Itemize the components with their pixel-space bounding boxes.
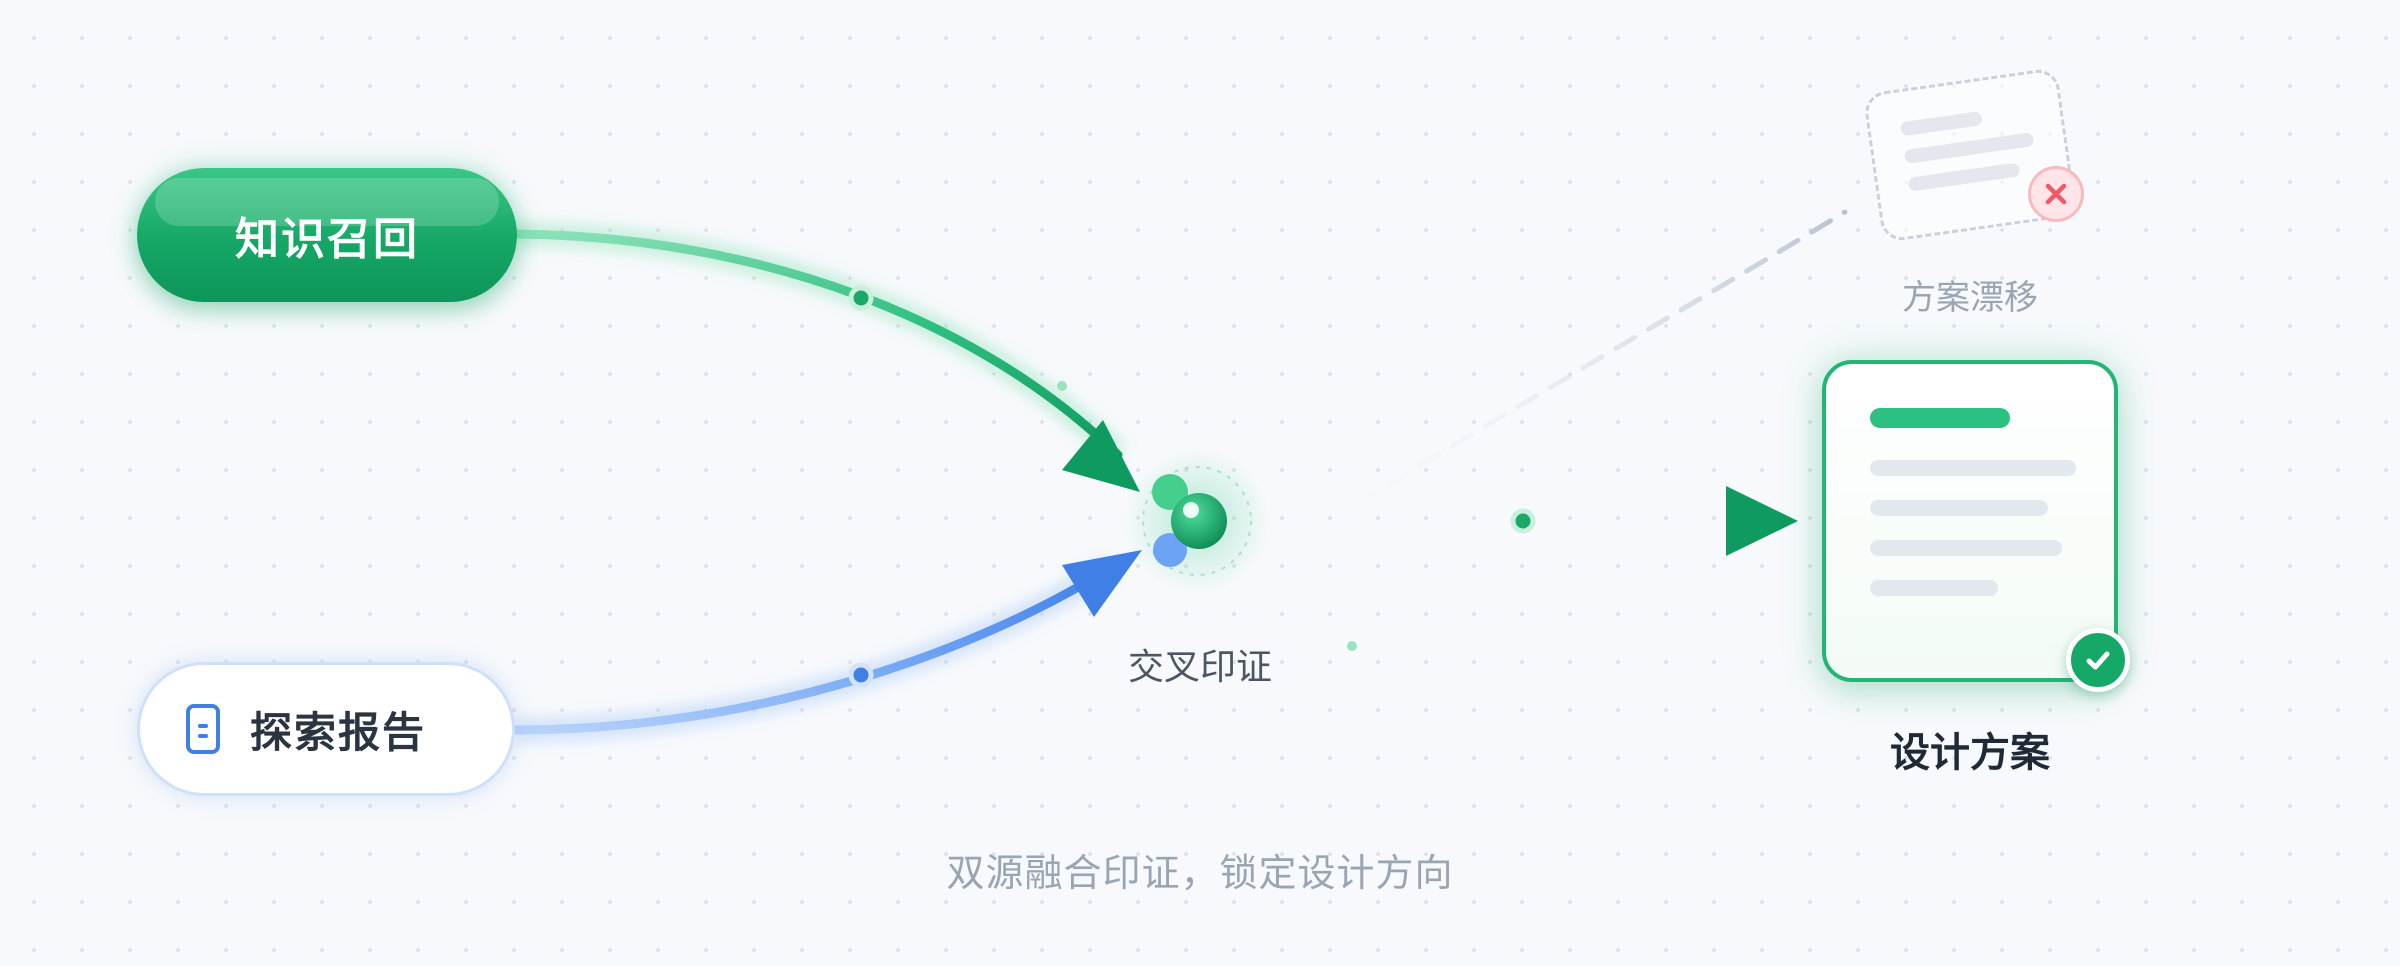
cross-validation-label: 交叉印证 bbox=[1127, 647, 1272, 688]
recall-connector-dot bbox=[848, 285, 874, 311]
exploration-report-label: 探索报告 bbox=[250, 707, 427, 757]
design-card-line bbox=[1870, 540, 2062, 556]
report-arrowhead bbox=[1062, 550, 1142, 617]
document-icon bbox=[186, 704, 220, 754]
knowledge-recall-node: 知识召回 bbox=[137, 168, 517, 302]
design-connector-dot bbox=[1510, 508, 1536, 534]
x-circle-icon bbox=[2028, 166, 2084, 222]
recall-arrowhead bbox=[1062, 420, 1140, 492]
plan-drift-label: 方案漂移 bbox=[1902, 278, 2038, 318]
exploration-report-node: 探索报告 bbox=[137, 662, 515, 796]
hub-core bbox=[1171, 493, 1227, 549]
design-card-heading-line bbox=[1870, 408, 2010, 428]
design-plan-card bbox=[1822, 360, 2118, 682]
drift-card-line bbox=[1907, 162, 2021, 192]
drift-card-line bbox=[1899, 111, 1983, 137]
design-card-line bbox=[1870, 500, 2048, 516]
design-card-line bbox=[1870, 460, 2076, 476]
hub-green-dot bbox=[1152, 474, 1188, 510]
drift-connector bbox=[1352, 209, 1848, 508]
report-connector bbox=[510, 563, 1115, 735]
check-circle-icon bbox=[2066, 628, 2130, 692]
drift-card-line bbox=[1903, 132, 2035, 165]
design-plan-label: 设计方案 bbox=[1890, 730, 2050, 776]
design-card-line bbox=[1870, 580, 1998, 596]
report-connector-dot bbox=[848, 662, 874, 688]
design-arrowhead bbox=[1726, 486, 1798, 556]
diagram-caption: 双源融合印证，锁定设计方向 bbox=[946, 851, 1454, 895]
knowledge-recall-label: 知识召回 bbox=[235, 214, 419, 265]
hub-blue-dot bbox=[1153, 533, 1187, 567]
